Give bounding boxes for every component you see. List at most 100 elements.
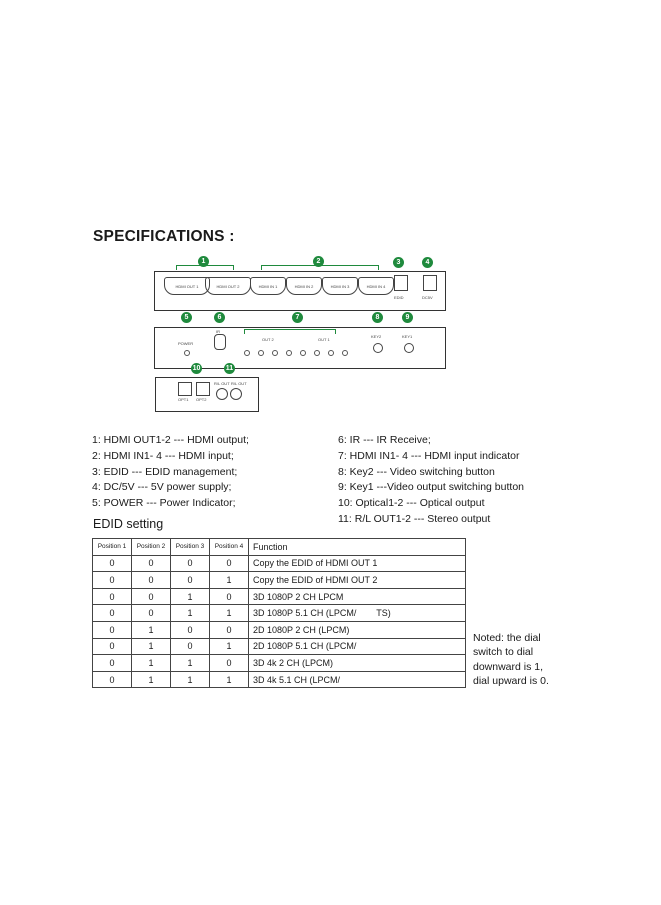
optical-1-port xyxy=(178,382,192,396)
rl-out-2-jack xyxy=(230,388,242,400)
badge-2: 2 xyxy=(313,256,324,267)
table-cell: 1 xyxy=(170,587,210,606)
legend-item: 5: POWER --- Power Indicator; xyxy=(92,497,236,510)
table-cell: 0 xyxy=(209,654,249,672)
table-cell: 0 xyxy=(92,571,132,589)
column-header: Position 4 xyxy=(209,538,249,556)
table-cell: 0 xyxy=(92,604,132,622)
legend-item: 4: DC/5V --- 5V power supply; xyxy=(92,481,232,494)
table-cell: 0 xyxy=(131,587,171,606)
column-header: Position 2 xyxy=(131,538,171,556)
table-cell: 0 xyxy=(92,637,132,656)
badge-7: 7 xyxy=(292,312,303,323)
note-line: dial upward is 0. xyxy=(473,674,549,687)
rl-out-1-jack xyxy=(216,388,228,400)
hdmi-in-2-port: HDMI IN 2 xyxy=(286,277,322,295)
led-4 xyxy=(286,350,292,356)
legend-item: 6: IR --- IR Receive; xyxy=(338,434,431,446)
key1-label: KEY1 xyxy=(402,334,413,339)
badge-10: 10 xyxy=(191,363,202,374)
hdmi-in-1-port: HDMI IN 1 xyxy=(250,277,286,295)
legend-item: 8: Key2 --- Video switching button xyxy=(338,465,495,478)
hdmi-in-3-port: HDMI IN 3 xyxy=(322,277,358,295)
dial-note: Noted: the dial switch to dial downward … xyxy=(473,631,549,688)
hdmi-in-4-port: HDMI IN 4 xyxy=(358,277,394,295)
column-header: Position 1 xyxy=(92,538,132,556)
led-3 xyxy=(272,350,278,356)
key1-button xyxy=(404,343,414,353)
key2-label: KEY2 xyxy=(371,334,382,339)
table-cell: 3D 1080P 2 CH LPCM xyxy=(248,587,466,606)
table-cell: 0 xyxy=(131,571,171,589)
table-row: 0 1 1 1 3D 4k 5.1 CH (LPCM/ xyxy=(92,670,466,689)
ir-label: IR xyxy=(216,329,220,334)
table-cell: Copy the EDID of HDMI OUT 2 xyxy=(248,571,466,589)
table-cell: 0 xyxy=(92,554,132,573)
page-title: SPECIFICATIONS : xyxy=(93,228,235,245)
column-header: Function xyxy=(248,538,466,556)
table-row: 0 0 0 1 Copy the EDID of HDMI OUT 2 xyxy=(92,571,466,589)
out-group-b: OUT 1 xyxy=(318,337,330,342)
legend-item: 3: EDID --- EDID management; xyxy=(92,465,238,478)
table-cell: 0 xyxy=(131,604,171,622)
note-line: downward is 1, xyxy=(473,660,544,673)
led-7 xyxy=(328,350,334,356)
table-cell: 0 xyxy=(92,670,132,689)
table-row: 0 1 0 1 2D 1080P 5.1 CH (LPCM/ xyxy=(92,637,466,656)
led-bracket xyxy=(244,329,336,334)
legend-item: 7: HDMI IN1- 4 --- HDMI input indicator xyxy=(338,449,520,462)
table-cell: 3D 4k 5.1 CH (LPCM/ xyxy=(248,670,466,689)
hdmi-out-1-port: HDMI OUT 1 xyxy=(164,277,210,295)
key2-button xyxy=(373,343,383,353)
badge-9: 9 xyxy=(402,312,413,323)
table-cell: 1 xyxy=(131,637,171,656)
optical-1-label: OPT1 xyxy=(178,397,189,402)
table-cell: 1 xyxy=(131,654,171,672)
table-cell: 3D 1080P 5.1 CH (LPCM/ TS) xyxy=(248,604,466,622)
table-cell: 1 xyxy=(209,670,249,689)
optical-2-port xyxy=(196,382,210,396)
table-cell: 0 xyxy=(209,587,249,606)
dc-jack xyxy=(423,275,437,291)
table-header-row: Position 1 Position 2 Position 3 Positio… xyxy=(92,538,466,556)
edid-switch xyxy=(394,275,408,291)
table-row: 0 0 1 0 3D 1080P 2 CH LPCM xyxy=(92,587,466,606)
table-cell: 0 xyxy=(209,620,249,639)
power-led xyxy=(184,350,190,356)
front-panel xyxy=(154,327,446,369)
ir-receiver xyxy=(214,334,226,350)
edid-heading: EDID setting xyxy=(93,517,164,531)
table-cell: 1 xyxy=(170,654,210,672)
optical-2-label: OPT2 xyxy=(196,397,207,402)
legend-item: 9: Key1 ---Video output switching button xyxy=(338,481,525,494)
note-line: switch to dial xyxy=(473,646,534,659)
led-6 xyxy=(314,350,320,356)
rl-out-1-label: R/L OUT xyxy=(214,381,230,386)
table-cell: 2D 1080P 2 CH (LPCM) xyxy=(248,620,466,639)
rl-out-2-label: R/L OUT xyxy=(231,381,247,386)
table-cell: 0 xyxy=(170,571,210,589)
badge-3: 3 xyxy=(393,257,404,268)
table-cell: 1 xyxy=(170,670,210,689)
badge-4: 4 xyxy=(422,257,433,268)
power-label: POWER xyxy=(178,341,194,346)
table-cell: 1 xyxy=(209,604,249,622)
badge-8: 8 xyxy=(372,312,383,323)
table-cell: 0 xyxy=(92,587,132,606)
led-8 xyxy=(342,350,348,356)
legend-item: 11: R/L OUT1-2 --- Stereo output xyxy=(338,512,491,525)
table-cell: 0 xyxy=(92,620,132,639)
edid-table: Position 1 Position 2 Position 3 Positio… xyxy=(92,538,466,689)
table-cell: Copy the EDID of HDMI OUT 1 xyxy=(248,554,466,573)
badge-5: 5 xyxy=(181,312,192,323)
out-group-a: OUT 2 xyxy=(262,337,274,342)
edid-label: EDID xyxy=(394,295,404,300)
column-header: Position 3 xyxy=(170,538,210,556)
table-row: 0 1 0 0 2D 1080P 2 CH (LPCM) xyxy=(92,620,466,639)
table-cell: 1 xyxy=(209,637,249,656)
badge-6: 6 xyxy=(214,312,225,323)
table-row: 0 1 1 0 3D 4k 2 CH (LPCM) xyxy=(92,654,466,672)
led-1 xyxy=(244,350,250,356)
badge-11: 11 xyxy=(224,363,235,374)
legend-item: 1: HDMI OUT1-2 --- HDMI output; xyxy=(92,434,249,446)
